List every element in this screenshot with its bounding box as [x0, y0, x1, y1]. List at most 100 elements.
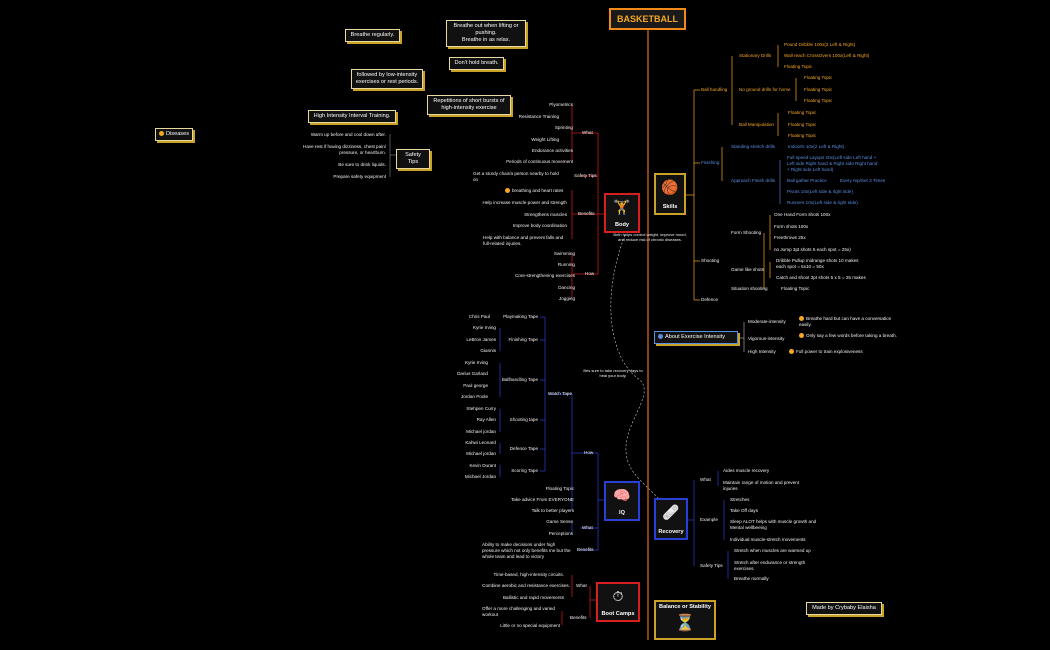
stationary-item[interactable]: Pound Dribble 100x(2 Left & Right) [784, 42, 856, 47]
tape-topic[interactable]: Defence Tape [509, 446, 538, 451]
player-item[interactable]: Chris Paul [468, 314, 490, 319]
player-item[interactable]: Ray Allen [476, 417, 496, 422]
player-item[interactable]: Michael jordan [466, 429, 496, 434]
player-item[interactable]: Darius Garland [457, 371, 488, 376]
shooting[interactable]: Shooting [701, 258, 720, 263]
body-how-item[interactable]: Jogging [558, 296, 575, 301]
tape-topic[interactable]: Scoring Tape [511, 468, 538, 473]
root-topic[interactable]: BASKETBALL [609, 8, 686, 30]
standing-stretch[interactable]: Standing stretch drills [731, 144, 775, 149]
player-item[interactable]: Kevin Durant [469, 463, 496, 468]
iq-benefits[interactable]: Benefits [577, 547, 594, 552]
finishing[interactable]: Finishing [701, 160, 720, 165]
recovery-example-item[interactable]: Individual muscle-stretch movements [730, 537, 806, 542]
safety-tips-left[interactable]: Safety Tips [396, 149, 430, 169]
boot-what-item[interactable]: Time-based, high-intensity circuits. [493, 572, 564, 577]
player-item[interactable]: Kahwi Leonard [465, 440, 496, 445]
recovery-topic[interactable]: 🩹 Recovery [654, 498, 688, 540]
boot-what-item[interactable]: Combine aerobic and resistance exercises… [482, 583, 570, 588]
body-benefit-item[interactable]: Strengthens muscles [524, 212, 567, 217]
boot-benefits[interactable]: Benefits [570, 615, 587, 620]
player-item[interactable]: Stehpen Curry [466, 406, 496, 411]
ball-manipulation[interactable]: Ball Manipulation [739, 122, 774, 127]
recovery-what-item[interactable]: Aides muscle recovery [723, 468, 770, 473]
iq-how-item[interactable]: Talk to better players [531, 508, 574, 513]
body-how-item[interactable]: Swimming [553, 251, 575, 256]
recovery-safety-item[interactable]: Breathe normally [734, 576, 769, 581]
player-item[interactable]: Michael Jordan [464, 474, 496, 479]
body-benefit-item[interactable]: Help increase muscle power and strength [482, 200, 567, 205]
approach-drills[interactable]: Approach Finish drills [731, 178, 775, 183]
form-item[interactable]: One Hand Form shots 100x [774, 212, 831, 217]
note-followed-by[interactable]: followed by low-intensity exercises or r… [351, 69, 423, 89]
iq-how[interactable]: How [584, 450, 594, 455]
iq-what-item[interactable]: Perceptions [548, 531, 573, 536]
recovery-safety-item[interactable]: Stretch after endurance or strength exer… [734, 560, 806, 571]
note-repetitions[interactable]: Repetitions of short bursts of high-inte… [427, 95, 511, 115]
recovery-safety[interactable]: Safety Tips [700, 563, 723, 568]
intensity-desc[interactable]: Only say a few words before taking a bre… [799, 333, 899, 339]
diseases-topic[interactable]: Diseases [155, 128, 193, 141]
game-item[interactable]: Dribble Pullup midrange shots 10 makes e… [776, 258, 859, 269]
body-what-item[interactable]: Plyometrics [549, 102, 573, 107]
player-item[interactable]: LeBron James [466, 337, 496, 342]
intensity-level[interactable]: Vigorous-intensity [748, 336, 785, 341]
recovery-example-item[interactable]: Sleep ALOT helps with muscle growth and … [730, 519, 817, 530]
stationary-drills[interactable]: Stationary Drills [739, 53, 772, 58]
stationary-item[interactable]: Floating Topic [784, 64, 813, 69]
watch-tape[interactable]: Watch Tape [548, 391, 573, 396]
approach-item[interactable]: Runners 10x(Left side & right side) [787, 200, 858, 205]
iq-how-item[interactable]: Floating Topic [545, 486, 574, 491]
standing-item[interactable]: Indoor/s 10x(2 Left & Right) [788, 144, 845, 149]
player-item[interactable]: Giannis [480, 348, 496, 353]
note-hiit[interactable]: High Intensity Interval Training. [308, 110, 396, 123]
tape-topic[interactable]: Ballhandling Tape [501, 377, 538, 382]
boot-what-item[interactable]: Ballistic and rapid movements [502, 595, 564, 600]
safety-left-item[interactable]: Be sure to drink liquids. [338, 162, 386, 167]
iq-what-item[interactable]: Game Sense [546, 519, 573, 524]
stationary-item[interactable]: Wall reach CrossOvers 100x(Left & Right) [784, 53, 870, 58]
recovery-example-item[interactable]: Take Off days [730, 508, 759, 513]
tape-topic[interactable]: Playmaking Tape [503, 314, 538, 319]
body-what[interactable]: What [582, 130, 593, 135]
manipulation-item[interactable]: Floating Topic [788, 122, 817, 127]
body-what-item[interactable]: Periods of continuous movement [506, 159, 573, 164]
safety-left-item[interactable]: Warm up before and cool down after. [310, 132, 386, 137]
no-ground-drills[interactable]: No ground drills for home [739, 87, 791, 92]
boot-benefit-item[interactable]: Little or no special equipment [500, 623, 560, 628]
intensity-desc[interactable]: Full power to train explosiveness [789, 349, 863, 355]
player-item[interactable]: Michael jordan [466, 451, 496, 456]
no-ground-item[interactable]: Floating Topic [804, 75, 833, 80]
tape-topic[interactable]: Finishing Tape [508, 337, 538, 342]
player-item[interactable]: Kyrie Irving [465, 360, 488, 365]
form-item[interactable]: Form shots 100x [774, 224, 809, 229]
boot-benefit-item[interactable]: Offer a more challenging and varied work… [482, 606, 555, 617]
body-benefit-item[interactable]: Help with balance and prevent falls and … [483, 235, 564, 246]
every-rep[interactable]: Every rep/Set 3 Times [840, 178, 886, 183]
body-safety-item[interactable]: Get a sturdy chair/a person nearby to ho… [473, 171, 559, 182]
tape-topic[interactable]: Shooting tape [509, 417, 538, 422]
intensity-level[interactable]: High Intensity [748, 349, 776, 354]
ball-handling[interactable]: Ball handling [701, 87, 728, 92]
defence[interactable]: Defence [701, 297, 719, 302]
body-benefit-item[interactable]: Improve body coordination [512, 223, 567, 228]
skills-topic[interactable]: 🏀 Skills [654, 173, 686, 215]
player-item[interactable]: Jordan Poole [460, 394, 488, 399]
manipulation-item[interactable]: Floating Topic [788, 110, 817, 115]
intensity-desc[interactable]: Breathe hard but can have a conversation… [799, 316, 899, 328]
player-item[interactable]: Kyrie Irving [473, 325, 496, 330]
iq-topic[interactable]: 🧠 IQ [604, 481, 640, 521]
body-what-item[interactable]: Resistance Training [518, 114, 559, 119]
note-dont-hold[interactable]: Don't hold breath. [449, 57, 504, 70]
body-what-item[interactable]: Sprinting [554, 125, 573, 130]
body-how[interactable]: How [585, 271, 595, 276]
recovery-what[interactable]: What [700, 477, 711, 482]
safety-left-item[interactable]: Have rest if having dizziness, chest pai… [303, 144, 386, 155]
recovery-example-item[interactable]: Stretches [730, 497, 750, 502]
form-item[interactable]: Freethrows 25x [774, 235, 806, 240]
body-what-item[interactable]: Weight Lifting [531, 137, 559, 142]
iq-how-item[interactable]: Take advice From EVERYONE [511, 497, 574, 502]
body-how-item[interactable]: Core-strengthening exercises [514, 273, 575, 278]
recovery-example[interactable]: Example [700, 517, 718, 522]
approach-item[interactable]: Full speed Layups 20x(Left side Left han… [787, 155, 878, 172]
